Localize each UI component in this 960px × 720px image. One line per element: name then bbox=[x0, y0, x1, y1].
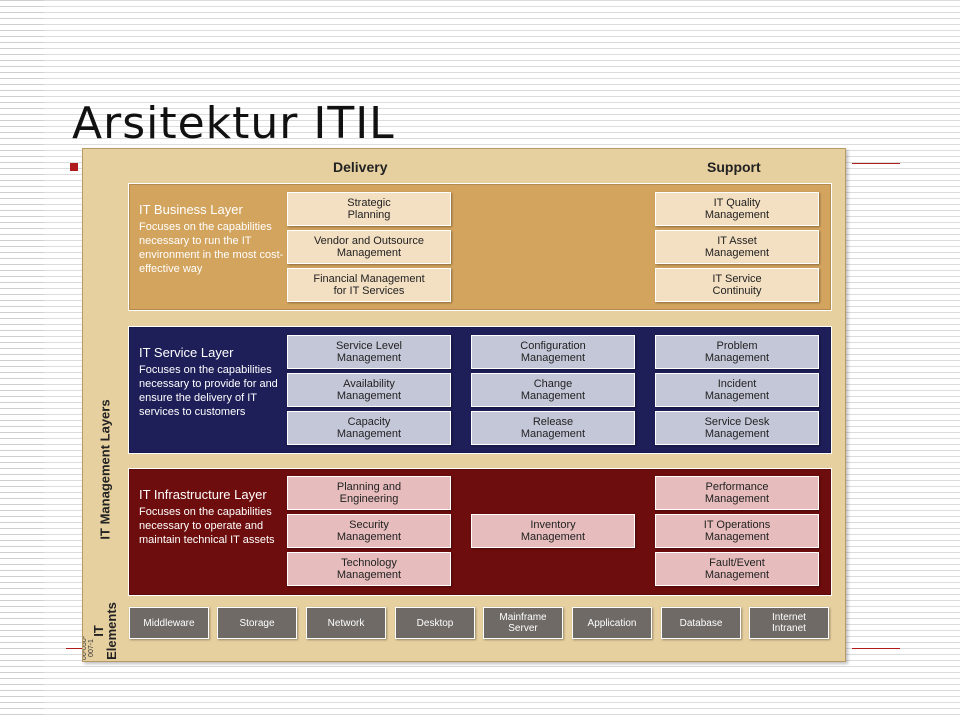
service-layer-description: Focuses on the capabilities necessary to… bbox=[139, 364, 278, 418]
element-mainframe-server: Mainframe Server bbox=[483, 607, 563, 639]
it-service-layer: IT Service Layer Focuses on the capabili… bbox=[128, 326, 832, 454]
availability-box: Availability Management bbox=[287, 373, 451, 407]
bullet-marker bbox=[70, 163, 78, 171]
infrastructure-layer-title: IT Infrastructure Layer bbox=[139, 487, 267, 502]
slide-background-rule bbox=[0, 0, 44, 720]
performance-box: Performance Management bbox=[655, 476, 819, 510]
infrastructure-layer-text: IT Infrastructure Layer Focuses on the c… bbox=[139, 487, 289, 547]
itil-architecture-diagram: Delivery Support IT Management Layers IT… bbox=[82, 148, 846, 662]
diagram-code: 06-050-007-1 bbox=[82, 635, 95, 661]
it-operations-box: IT Operations Management bbox=[655, 514, 819, 548]
technology-box: Technology Management bbox=[287, 552, 451, 586]
problem-box: Problem Management bbox=[655, 335, 819, 369]
element-database: Database bbox=[661, 607, 741, 639]
configuration-box: Configuration Management bbox=[471, 335, 635, 369]
change-box: Change Management bbox=[471, 373, 635, 407]
business-layer-title: IT Business Layer bbox=[139, 202, 243, 217]
incident-box: Incident Management bbox=[655, 373, 819, 407]
it-infrastructure-layer: IT Infrastructure Layer Focuses on the c… bbox=[128, 468, 832, 596]
it-service-continuity-box: IT Service Continuity bbox=[655, 268, 819, 302]
release-box: Release Management bbox=[471, 411, 635, 445]
slide-title: Arsitektur ITIL bbox=[72, 98, 395, 149]
title-underline bbox=[852, 163, 900, 164]
it-quality-box: IT Quality Management bbox=[655, 192, 819, 226]
it-business-layer: IT Business Layer Focuses on the capabil… bbox=[128, 183, 832, 311]
capacity-box: Capacity Management bbox=[287, 411, 451, 445]
service-layer-text: IT Service Layer Focuses on the capabili… bbox=[139, 345, 289, 419]
management-layers-label: IT Management Layers bbox=[97, 398, 113, 540]
element-desktop: Desktop bbox=[395, 607, 475, 639]
service-desk-box: Service Desk Management bbox=[655, 411, 819, 445]
strategic-planning-box: Strategic Planning bbox=[287, 192, 451, 226]
service-level-box: Service Level Management bbox=[287, 335, 451, 369]
inventory-box: Inventory Management bbox=[471, 514, 635, 548]
security-box: Security Management bbox=[287, 514, 451, 548]
element-middleware: Middleware bbox=[129, 607, 209, 639]
fault-event-box: Fault/Event Management bbox=[655, 552, 819, 586]
infrastructure-layer-description: Focuses on the capabilities necessary to… bbox=[139, 506, 275, 546]
element-network: Network bbox=[306, 607, 386, 639]
business-layer-description: Focuses on the capabilities necessary to… bbox=[139, 221, 284, 275]
element-storage: Storage bbox=[217, 607, 297, 639]
it-asset-box: IT Asset Management bbox=[655, 230, 819, 264]
business-layer-text: IT Business Layer Focuses on the capabil… bbox=[139, 202, 289, 276]
element-internet-intranet: Internet Intranet bbox=[749, 607, 829, 639]
service-layer-title: IT Service Layer bbox=[139, 345, 234, 360]
planning-engineering-box: Planning and Engineering bbox=[287, 476, 451, 510]
financial-management-box: Financial Management for IT Services bbox=[287, 268, 451, 302]
support-header: Support bbox=[707, 159, 761, 175]
element-application: Application bbox=[572, 607, 652, 639]
footer-line-left bbox=[66, 648, 82, 649]
footer-line bbox=[852, 648, 900, 649]
delivery-header: Delivery bbox=[333, 159, 388, 175]
vendor-outsource-box: Vendor and Outsource Management bbox=[287, 230, 451, 264]
